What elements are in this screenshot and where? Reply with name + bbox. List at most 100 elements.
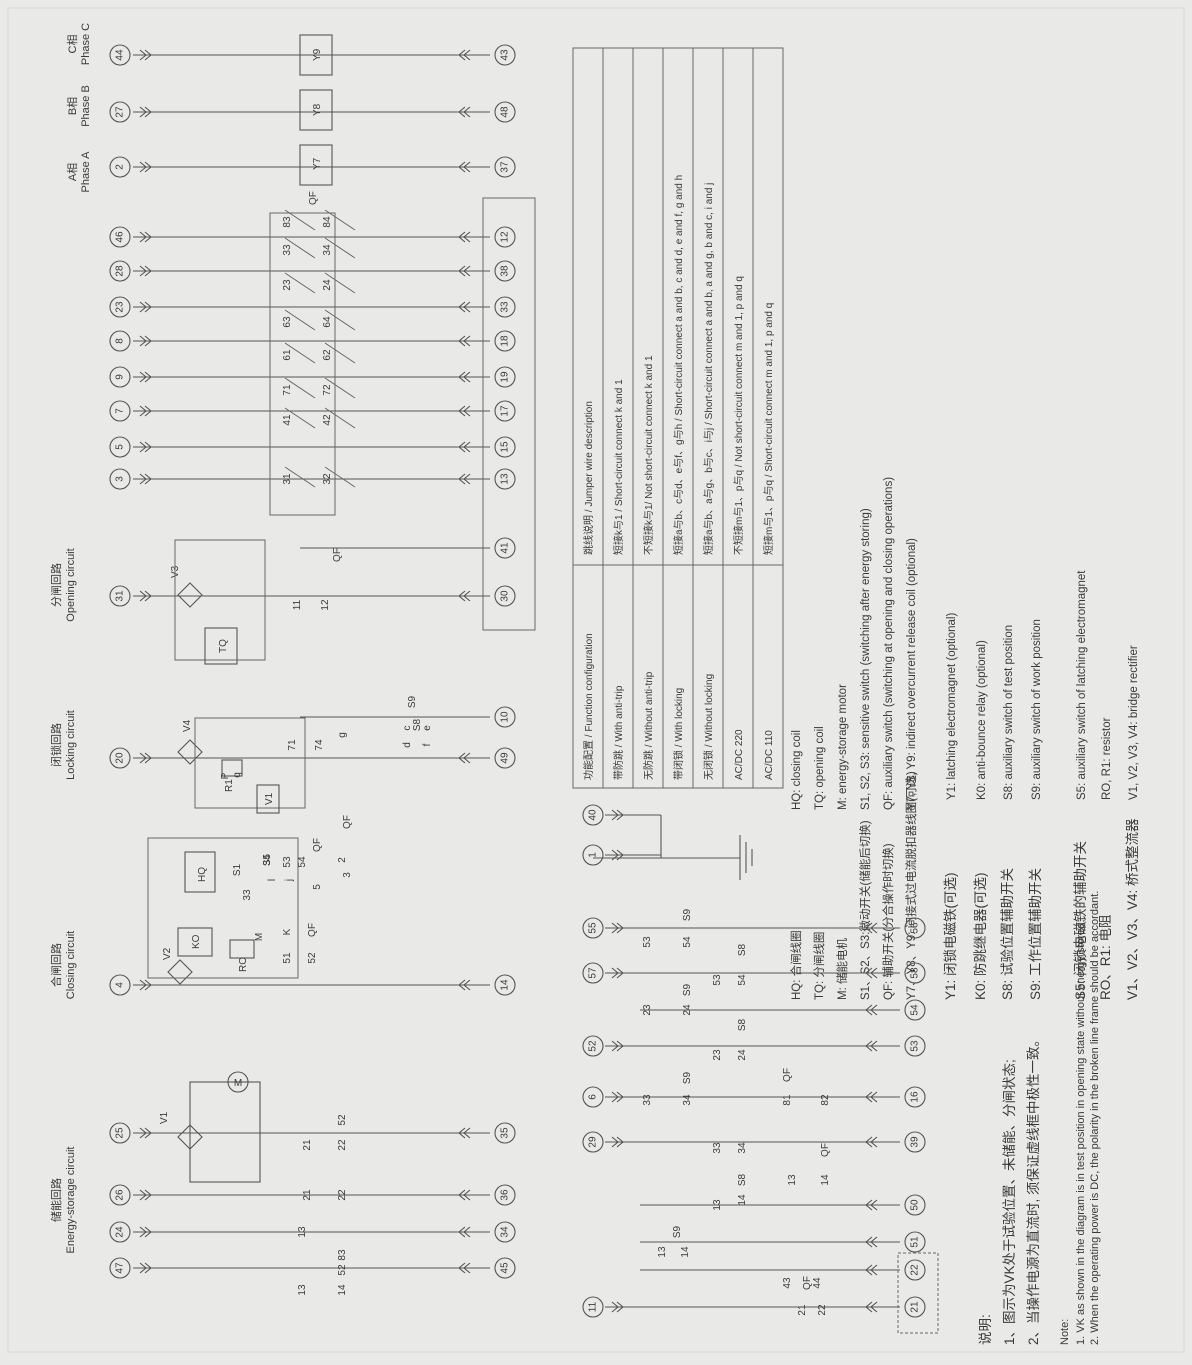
terminal-top-3-label: 3	[115, 476, 126, 482]
locking-title: 闭锁回路 Locking circuit	[49, 710, 77, 780]
contact-label-21: 21	[302, 1189, 313, 1201]
terminal-lower-right-54-label: 54	[910, 1004, 921, 1016]
terminal-bottom-18: 18	[494, 330, 516, 352]
terminal-top-47-label: 47	[115, 1262, 126, 1274]
phase-a-title: A相 Phase A	[66, 151, 92, 193]
terminal-lower-left-29-label: 29	[588, 1136, 599, 1148]
terminal-lower-right-58: 58	[904, 962, 926, 984]
terminal-top-5-label: 5	[115, 444, 126, 450]
legend-en-4: QF: auxiliary switch (switching at openi…	[883, 477, 895, 810]
component-label-QF: QF	[307, 923, 318, 937]
legend2-zh-5: RO、R1: 电阻	[1098, 914, 1113, 1000]
terminal-top-44-label: 44	[115, 49, 126, 61]
motor-symbol	[227, 1071, 249, 1093]
contact-label-12: 12	[320, 599, 331, 611]
aux-contact-84: 84	[322, 216, 333, 228]
svg-text:Closing circuit: Closing circuit	[65, 931, 77, 999]
contact-label-22: 22	[337, 1189, 348, 1201]
terminal-bottom-12: 12	[494, 226, 516, 248]
terminal-top-28: 28	[109, 260, 131, 282]
table-row-0-config: 功能配置 / Function configuration	[582, 633, 595, 780]
contact-label-2: 2	[337, 857, 348, 863]
v4-label: V4	[182, 719, 193, 732]
lower-contact-82: 82	[820, 1094, 831, 1106]
terminal-top-26-label: 26	[115, 1189, 126, 1201]
motor-box	[189, 1081, 261, 1183]
lower-switch-S8: S8	[737, 1018, 748, 1031]
table-row-6-config: AC/DC 110	[764, 730, 775, 780]
terminal-bottom-15-label: 15	[500, 441, 511, 453]
terminal-bottom-45: 45	[494, 1257, 516, 1279]
svg-text:Locking circuit: Locking circuit	[65, 710, 77, 780]
lower-contact-53: 53	[712, 974, 723, 986]
legend2-en-4: S5: auxiliary switch of latching electro…	[1076, 570, 1088, 800]
terminal-lower-right-22: 22	[904, 1259, 926, 1281]
lower-contact-44: 44	[812, 1277, 823, 1289]
aux-contact-83: 83	[282, 216, 293, 228]
terminal-bottom-12-label: 12	[500, 231, 511, 243]
component-label-M: M	[254, 933, 265, 941]
svg-text:Phase B: Phase B	[80, 85, 92, 127]
svg-text:C相: C相	[66, 35, 79, 54]
terminal-bottom-38: 38	[494, 260, 516, 282]
terminal-bottom-34-label: 34	[500, 1226, 511, 1238]
legend-zh-0: HQ: 合闸线圈	[789, 930, 803, 1000]
terminal-bottom-43: 43	[494, 44, 516, 66]
terminal-lower-left-6: 6	[582, 1086, 604, 1108]
notes-en-2: 2. When the operating power is DC, the p…	[1089, 891, 1101, 1345]
terminal-top-26: 26	[109, 1184, 131, 1206]
aux-contact-31: 31	[282, 473, 293, 485]
terminal-lower-right-21-label: 21	[910, 1301, 921, 1313]
contact-label-52: 52	[337, 1264, 348, 1276]
terminal-bottom-43-label: 43	[500, 49, 511, 61]
aux-contact-42: 42	[322, 414, 333, 426]
lower-contact-13: 13	[712, 1199, 723, 1211]
terminal-top-7-label: 7	[115, 408, 126, 414]
terminal-bottom-35: 35	[494, 1122, 516, 1144]
terminal-lower-right-58-label: 58	[910, 967, 921, 979]
terminal-top-23-label: 23	[115, 301, 126, 313]
terminal-lower-right-39: 39	[904, 1131, 926, 1153]
lower-switch-QF: QF	[782, 1068, 793, 1082]
opening-block	[174, 539, 266, 661]
terminal-lower-left-55-label: 55	[588, 922, 599, 934]
terminal-lower-left-52: 52	[582, 1035, 604, 1057]
terminal-lower-right-56-label: 56	[910, 922, 921, 934]
terminal-top-28-label: 28	[115, 265, 126, 277]
aux-contact-41: 41	[282, 414, 293, 426]
svg-text:闭锁回路: 闭锁回路	[49, 723, 63, 767]
legend2-zh-1: K0: 防跳继电器(可选)	[973, 872, 988, 1000]
aux-contact-23: 23	[282, 279, 293, 291]
energy-storage-title: 储能回路 Energy-storage circuit	[49, 1147, 77, 1254]
contact-label-3: 3	[342, 872, 353, 878]
contact-label-52: 52	[337, 1114, 348, 1126]
y7-box	[299, 144, 333, 186]
terminal-bottom-30-label: 30	[500, 590, 511, 602]
legend2-en-1: K0: anti-bounce relay (optional)	[976, 640, 988, 800]
terminal-bottom-34: 34	[494, 1221, 516, 1243]
terminal-lower-right-53: 53	[904, 1035, 926, 1057]
phase-c-title: C相 Phase C	[66, 23, 92, 65]
y9-label: Y9	[312, 48, 323, 61]
lower-contact-23: 23	[642, 1004, 653, 1016]
component-label-j: j	[284, 879, 295, 882]
terminal-top-46: 46	[109, 226, 131, 248]
terminal-top-2: 2	[109, 156, 131, 178]
lower-contact-34: 34	[737, 1142, 748, 1154]
contact-label-34: 34	[262, 854, 273, 866]
legend-zh-4: QF: 辅助开关(分合操作时切换)	[881, 843, 895, 1000]
lower-contact-13: 13	[787, 1174, 798, 1186]
contact-label-e: e	[422, 725, 433, 731]
lower-contact-33: 33	[712, 1142, 723, 1154]
contact-label-14: 14	[337, 1284, 348, 1296]
contact-label-33: 33	[242, 889, 253, 901]
terminal-top-20: 20	[109, 747, 131, 769]
terminal-top-5: 5	[109, 436, 131, 458]
terminal-bottom-49: 49	[494, 747, 516, 769]
terminal-bottom-30: 30	[494, 585, 516, 607]
contact-label-c: c	[402, 726, 413, 731]
component-label-S8: S8	[412, 718, 423, 731]
terminal-bottom-18-label: 18	[500, 335, 511, 347]
lower-contact-54: 54	[682, 936, 693, 948]
